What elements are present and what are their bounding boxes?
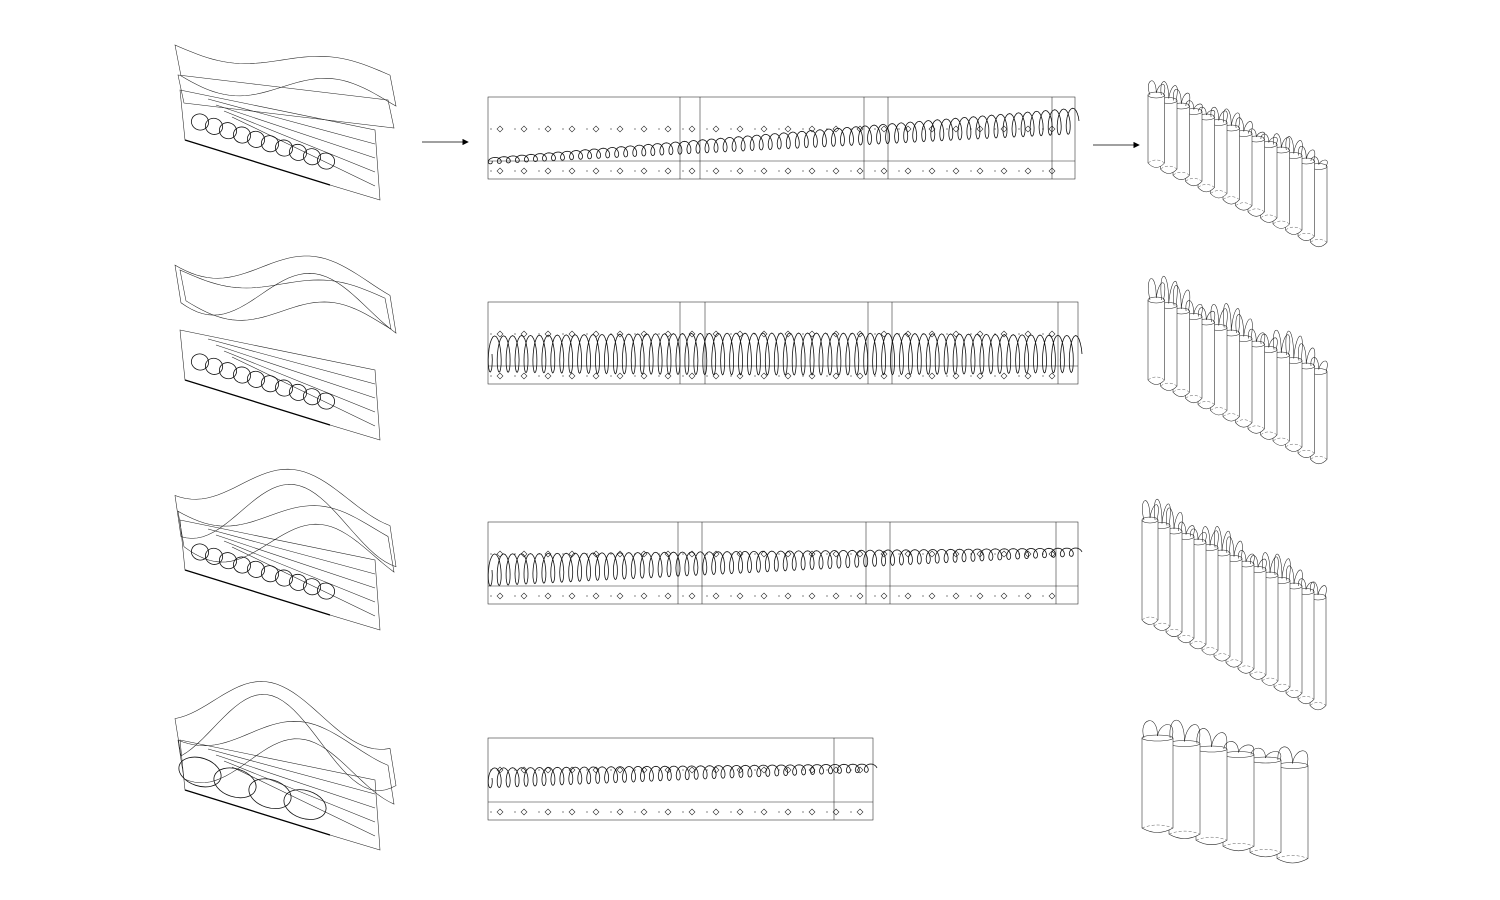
row-1-process-arrows xyxy=(422,138,1140,149)
row-2-layered-ribbons xyxy=(174,255,397,441)
row-3 xyxy=(174,468,1327,711)
row-1-layered-ribbons xyxy=(174,44,397,201)
row-3-assembled-tubes xyxy=(1141,498,1327,711)
row-2-flat-pattern-strip xyxy=(487,301,1083,385)
row-3-layered-ribbons xyxy=(174,468,397,631)
row-1-flat-pattern-strip xyxy=(487,96,1080,180)
row-3-flat-pattern-strip xyxy=(487,521,1083,605)
row-4-flat-pattern-strip xyxy=(487,737,878,821)
row-4 xyxy=(174,681,1309,864)
row-4-assembled-tubes xyxy=(1141,719,1309,864)
row-1 xyxy=(174,44,1328,248)
row-2-assembled-tubes xyxy=(1147,276,1328,465)
row-2 xyxy=(174,255,1328,465)
row-1-assembled-tubes xyxy=(1147,80,1328,248)
row-4-layered-ribbons xyxy=(174,681,397,851)
